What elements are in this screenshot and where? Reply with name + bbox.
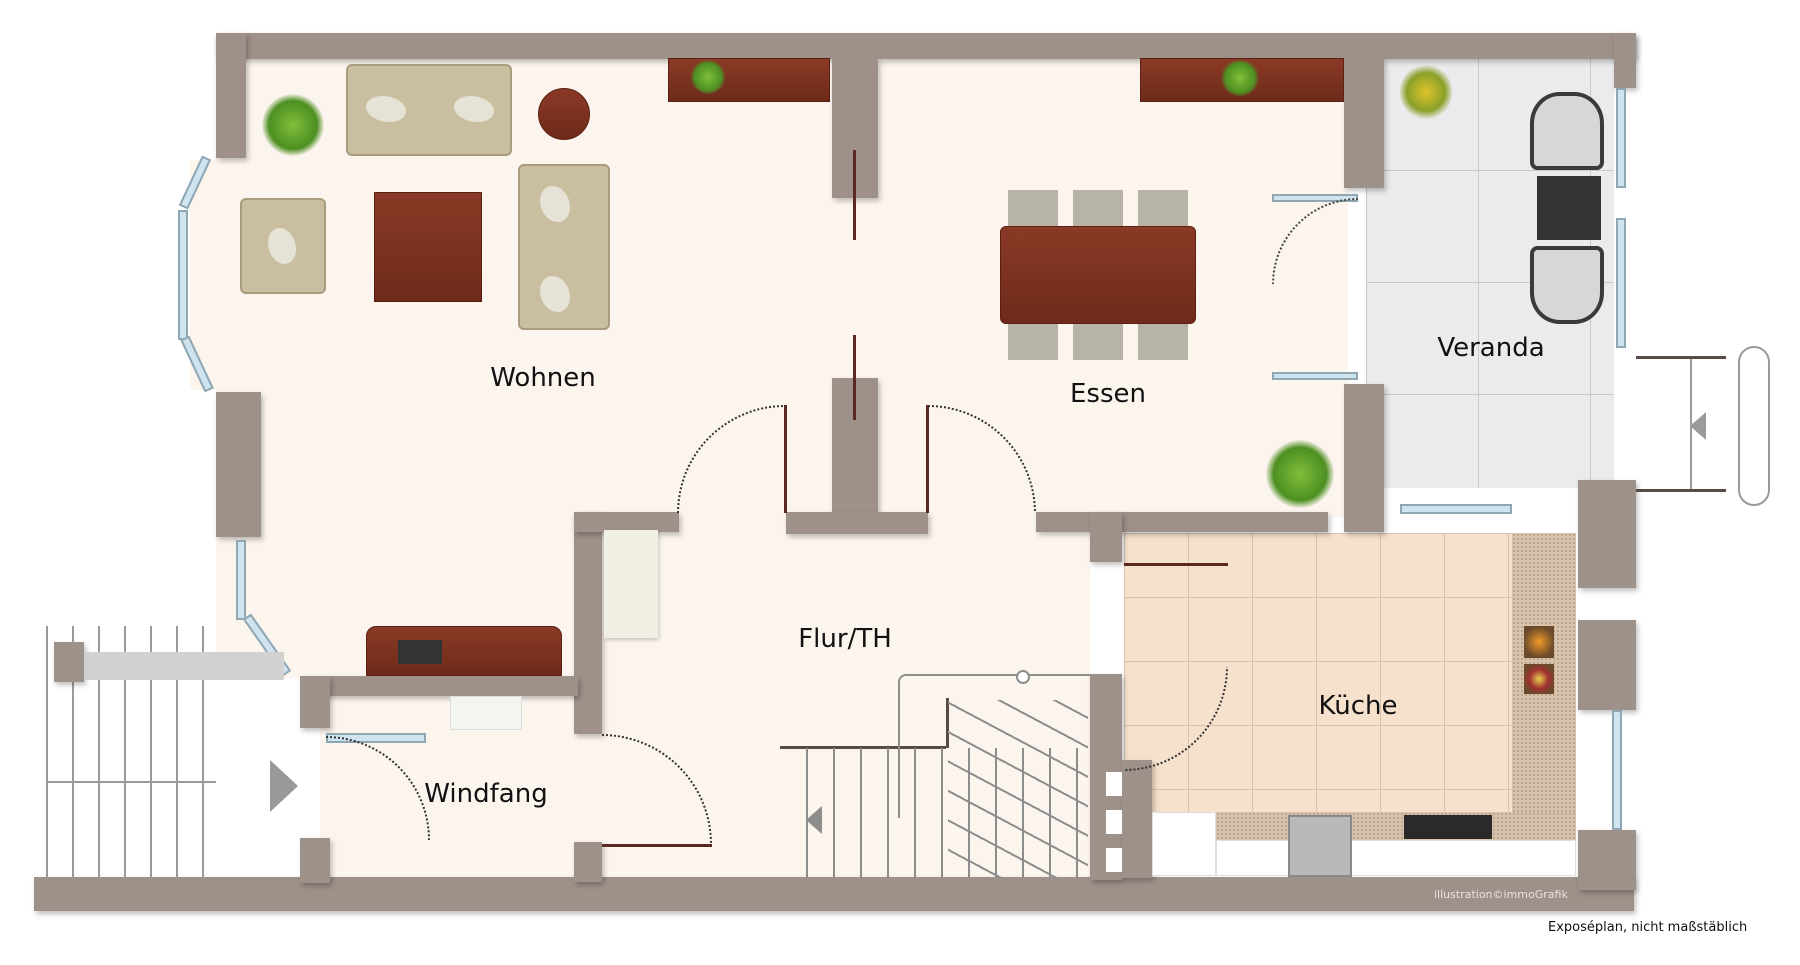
veranda-table bbox=[1537, 176, 1601, 240]
wall-right-veranda bbox=[1614, 33, 1636, 88]
side-table-round bbox=[538, 88, 590, 140]
plant-sideboard-essen bbox=[1220, 60, 1260, 96]
wall-windfang-left-upper bbox=[300, 676, 330, 728]
window-veranda-right-lower bbox=[1616, 218, 1626, 348]
wall-wohnen-windfang bbox=[310, 676, 578, 696]
wall-top bbox=[216, 33, 1636, 59]
entrance-canopy-post bbox=[54, 642, 84, 682]
window-kitchen-right bbox=[1612, 710, 1622, 830]
room-label-essen: Essen bbox=[1070, 379, 1146, 409]
sliding-door-wohnen-essen bbox=[853, 150, 856, 240]
wall-flur-top-mid bbox=[786, 512, 928, 534]
wall-right-kitchen bbox=[1578, 620, 1636, 710]
wall-left-upper bbox=[216, 33, 246, 158]
wall-bottom bbox=[34, 877, 1634, 911]
room-label-flur: Flur/TH bbox=[798, 624, 892, 654]
sofa-top bbox=[346, 64, 512, 156]
stair-post-icon bbox=[1016, 670, 1030, 684]
wall-windfang-left-lower bbox=[300, 838, 330, 883]
wall-flur-left-top bbox=[574, 512, 679, 532]
window-veranda-bottom bbox=[1400, 504, 1512, 514]
terrace-stairs bbox=[1636, 356, 1726, 492]
fruit-basket-2 bbox=[1524, 664, 1554, 694]
tv bbox=[398, 640, 442, 664]
wall-essen-veranda-lower bbox=[1344, 384, 1384, 532]
terrace-door-lower bbox=[1272, 372, 1358, 380]
sliding-door-wohnen-essen-2 bbox=[853, 335, 856, 420]
dining-chairs-top bbox=[1008, 190, 1188, 226]
kitchen-vent-2 bbox=[1106, 810, 1122, 834]
wall-windfang-flur-lower bbox=[574, 842, 602, 882]
room-label-veranda: Veranda bbox=[1437, 333, 1545, 363]
fruit-basket-1 bbox=[1524, 626, 1554, 658]
entrance-walk-line bbox=[46, 781, 216, 783]
plan-note: Exposéplan, nicht maßstäblich bbox=[1548, 920, 1748, 935]
plant-wohnen bbox=[262, 94, 324, 156]
dining-table bbox=[1000, 226, 1196, 324]
wall-kitchen-inner bbox=[1122, 760, 1152, 878]
room-label-windfang: Windfang bbox=[424, 779, 548, 809]
bay-window-mid bbox=[178, 210, 188, 340]
armchair-left bbox=[240, 198, 326, 294]
kitchen-cabinet-1 bbox=[1152, 812, 1216, 876]
sink-icon bbox=[1404, 815, 1492, 839]
wall-flur-left bbox=[574, 512, 602, 734]
tv-cabinet bbox=[366, 626, 562, 676]
stair-handrail bbox=[898, 674, 1090, 818]
stove-icon bbox=[1288, 815, 1352, 877]
plant-veranda bbox=[1400, 64, 1452, 120]
kitchen-vent-3 bbox=[1106, 848, 1122, 872]
kitchen-cabinet-row bbox=[1216, 840, 1576, 876]
coffee-table bbox=[374, 192, 482, 302]
door-kitchen-leaf bbox=[1124, 563, 1228, 566]
sofa-right bbox=[518, 164, 610, 330]
window-wohnen-lower bbox=[236, 540, 246, 620]
kitchen-vent-1 bbox=[1106, 772, 1122, 796]
wall-essen-veranda-upper bbox=[1344, 58, 1384, 188]
door-essen-flur-leaf bbox=[926, 405, 929, 513]
door-wohnen-flur-leaf bbox=[784, 405, 787, 513]
wall-essen-kitchen bbox=[1036, 512, 1328, 532]
dining-chairs-bottom bbox=[1008, 324, 1188, 360]
stair-landing-line bbox=[780, 746, 946, 749]
window-veranda-right-upper bbox=[1616, 88, 1626, 188]
wardrobe-flur bbox=[604, 530, 658, 638]
wall-left-mid bbox=[216, 392, 261, 537]
shoe-cabinet bbox=[450, 696, 522, 730]
terrace-handrail bbox=[1738, 346, 1770, 506]
room-label-kueche: Küche bbox=[1318, 691, 1398, 721]
door-windfang-flur-leaf bbox=[602, 844, 712, 847]
stair-walk-arrow-icon bbox=[806, 806, 822, 834]
wall-right-bottom bbox=[1578, 830, 1636, 890]
wall-kitchen-left-stub bbox=[1090, 512, 1122, 562]
plant-essen bbox=[1266, 440, 1334, 508]
plant-sideboard-wohnen bbox=[690, 60, 726, 94]
terrace-arrow-icon bbox=[1690, 412, 1706, 440]
room-label-wohnen: Wohnen bbox=[490, 363, 596, 393]
stair-landing-vertical bbox=[946, 698, 949, 748]
veranda-chair-top bbox=[1530, 92, 1604, 170]
kitchen-counter-bottom bbox=[1216, 812, 1576, 840]
entrance-canopy bbox=[84, 652, 284, 680]
wall-right-lower bbox=[1578, 480, 1636, 588]
staircase-winders bbox=[948, 700, 1088, 878]
illustration-credit: illustration©immoGrafik bbox=[1434, 888, 1568, 901]
entrance-arrow-icon bbox=[270, 760, 298, 812]
veranda-chair-bottom bbox=[1530, 246, 1604, 324]
